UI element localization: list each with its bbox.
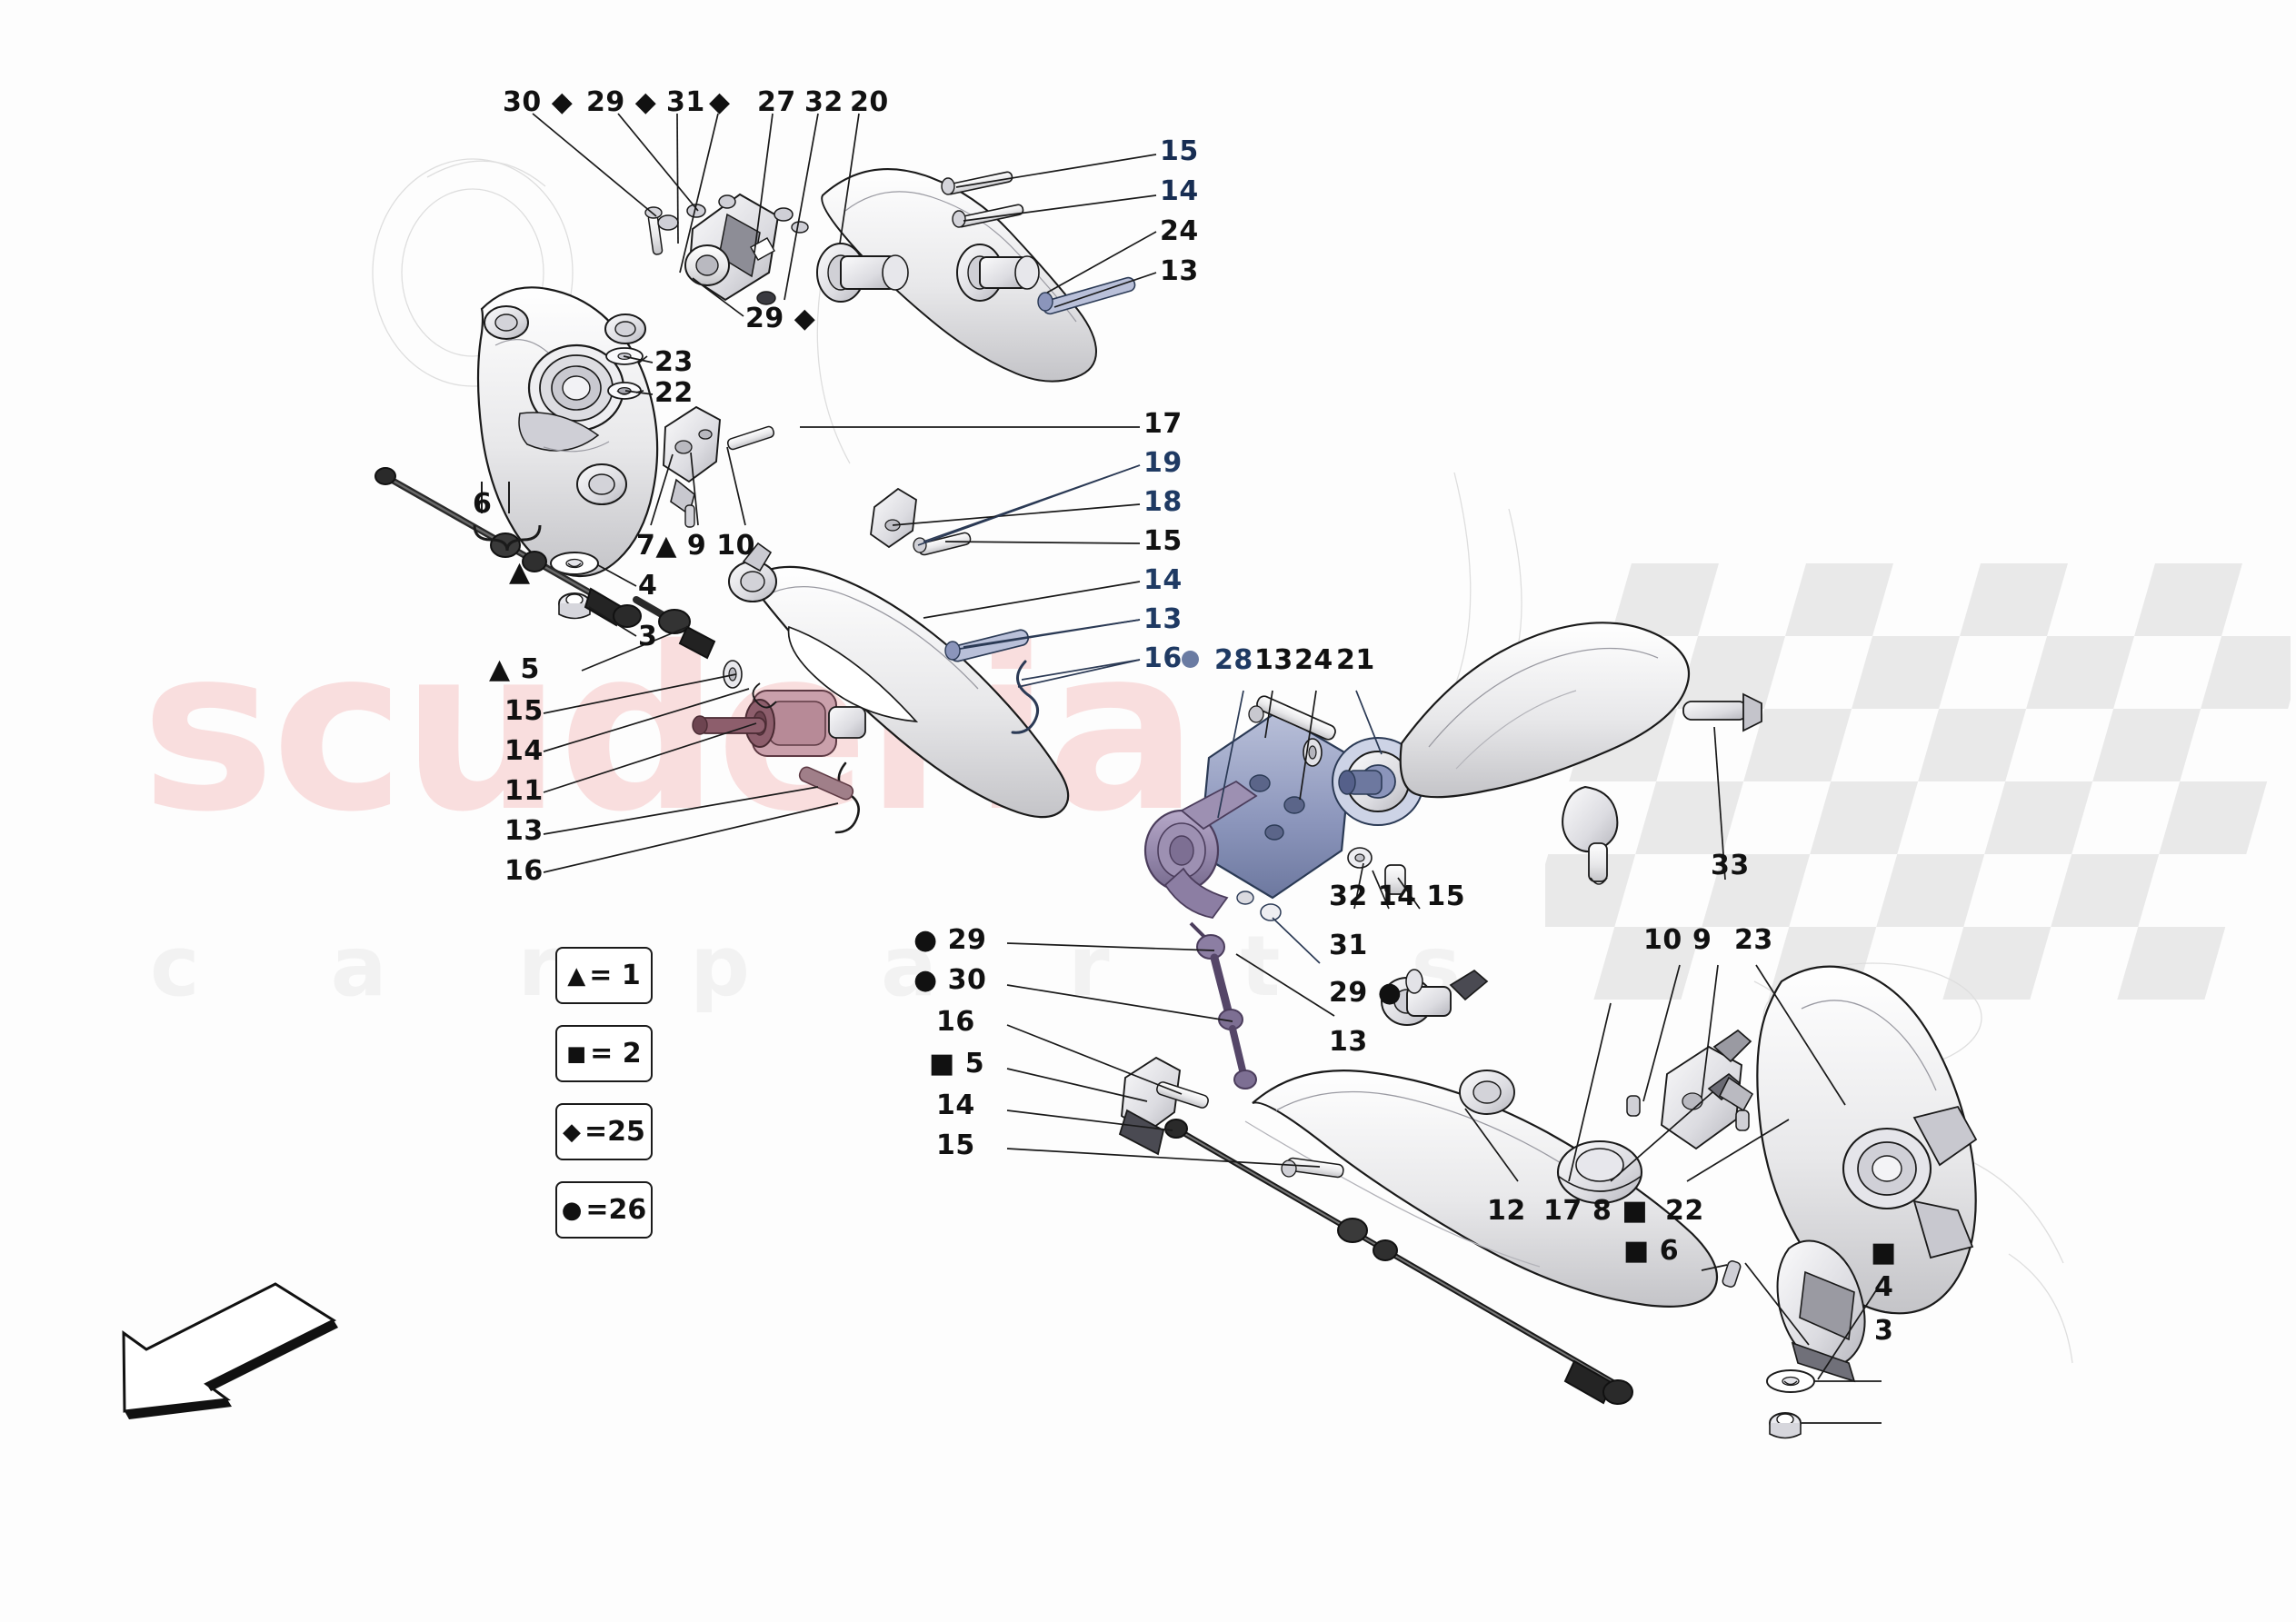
callout-29-circle-mid: 29 ● (1329, 977, 1403, 1009)
triangle-marker-6: ▲ (509, 556, 531, 588)
legend-square: ■ = 2 (555, 1025, 653, 1082)
callout-31: 31 (666, 86, 705, 118)
callout-24-top: 24 (1160, 215, 1199, 247)
callout-17-bottom: 17 (1543, 1195, 1582, 1227)
callout-diamond-marker: ◆ (709, 86, 731, 118)
callout-14-top: 14 (1160, 175, 1199, 207)
callout-22-bottom: 22 (1665, 1195, 1704, 1227)
callout-33: 33 (1711, 850, 1750, 881)
callout-19-center: 19 (1143, 447, 1183, 479)
callout-16-center: 16 (1143, 642, 1183, 674)
callout-30-diamond: 30 ◆ (503, 86, 574, 118)
callout-29-circle-bottom: ● 29 (913, 924, 987, 956)
legend-square-value: = 2 (590, 1038, 642, 1070)
callout-29-diamond-lower: 29 ◆ (745, 303, 816, 334)
callout-27: 27 (757, 86, 796, 118)
callout-15-center: 15 (1143, 525, 1183, 557)
brand-watermark: scuderia (141, 600, 1199, 861)
callout-6-left: 6 (473, 488, 493, 520)
callout-23-left: 23 (654, 346, 694, 378)
tagline-watermark: c a r p a r t s (150, 918, 1512, 1015)
callout-3-right: 3 (1874, 1315, 1894, 1347)
callout-32-14-15: 32 14 15 (1329, 881, 1466, 912)
callout-14-center: 14 (1143, 564, 1183, 596)
callout-18-center: 18 (1143, 486, 1183, 518)
callout-28: 28 (1214, 644, 1253, 676)
callout-square-marker: ■ (1871, 1237, 1897, 1269)
callout-29-diamond: 29 ◆ (586, 86, 657, 118)
callout-15-left: 15 (504, 695, 544, 727)
legend-circle: ● =26 (555, 1181, 653, 1239)
callout-4-right: 4 (1874, 1271, 1894, 1303)
callout-13-mid-lower: 13 (1329, 1026, 1368, 1058)
callout-23-bottom: 23 (1734, 924, 1773, 956)
circle-icon: ● (561, 1196, 583, 1224)
diamond-icon: ◆ (563, 1118, 582, 1146)
callout-5-triangle: ▲ 5 (489, 653, 540, 685)
callout-32: 32 (804, 86, 844, 118)
callout-31-mid: 31 (1329, 930, 1368, 961)
callout-16-bottom: 16 (936, 1006, 975, 1038)
legend-diamond: ◆ =25 (555, 1103, 653, 1160)
callout-16-left: 16 (504, 855, 544, 887)
callout-9-bottom: 9 (1692, 924, 1712, 956)
callout-13-center: 13 (1143, 603, 1183, 635)
callout-4-left: 4 (638, 570, 658, 602)
callout-14-bottom: 14 (936, 1090, 975, 1121)
legend-triangle: ▲ = 1 (555, 947, 653, 1004)
square-icon: ■ (566, 1041, 587, 1066)
callout-8-square: 8 ■ (1592, 1195, 1649, 1227)
legend-triangle-value: = 1 (589, 960, 641, 991)
callout-7-9-10: 7▲ 9 10 (636, 530, 755, 562)
callout-15-top: 15 (1160, 135, 1199, 167)
blue-dot-marker (1182, 651, 1199, 668)
callout-11-left: 11 (504, 775, 544, 807)
callout-10-bottom: 10 (1643, 924, 1682, 956)
legend-diamond-value: =25 (584, 1116, 645, 1148)
callout-24-mid: 24 (1294, 644, 1333, 676)
callout-12: 12 (1487, 1195, 1526, 1227)
callout-17-center: 17 (1143, 408, 1183, 440)
bracket-6-brace (473, 524, 542, 552)
triangle-icon: ▲ (567, 961, 586, 990)
callout-30-circle-bottom: ● 30 (913, 964, 987, 996)
callout-20: 20 (850, 86, 889, 118)
callout-3-left: 3 (638, 621, 658, 652)
legend-circle-value: =26 (585, 1194, 647, 1226)
callout-13-mid: 13 (1254, 644, 1293, 676)
callout-14-left: 14 (504, 735, 544, 767)
callout-15-bottom: 15 (936, 1129, 975, 1161)
callout-5-square-bottom: ■ 5 (929, 1048, 985, 1080)
callout-13-left: 13 (504, 815, 544, 847)
direction-arrow-icon (122, 1282, 338, 1419)
callout-22-left: 22 (654, 377, 694, 409)
callout-21: 21 (1336, 644, 1375, 676)
callout-6-square-right: ■ 6 (1623, 1235, 1680, 1267)
callout-13-top: 13 (1160, 255, 1199, 287)
